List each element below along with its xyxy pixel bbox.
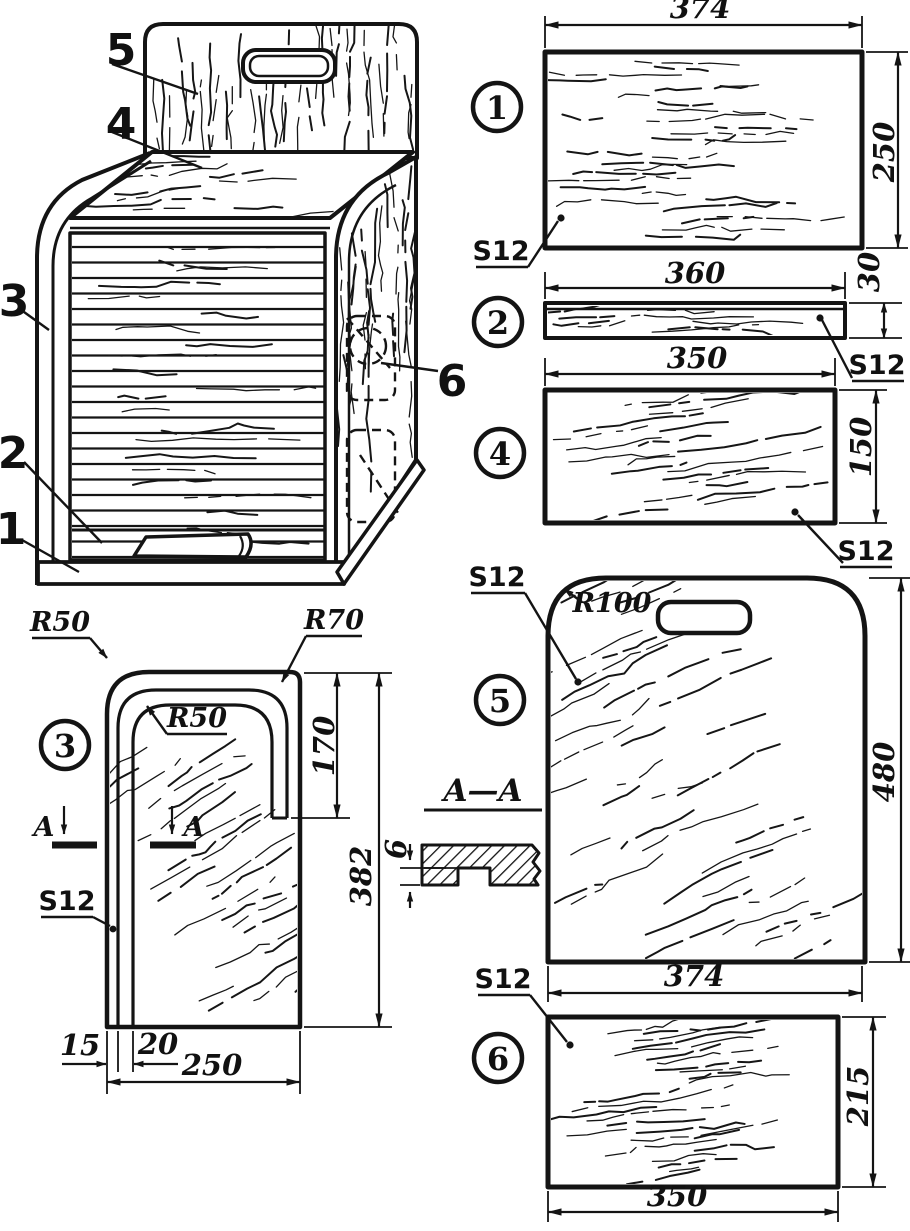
part5-height-dim: 480 [867, 742, 901, 803]
tambour-handle [132, 532, 253, 559]
callout-3: 3 [0, 276, 29, 327]
part3-drawing: R50 R70 R50 170 382 A A S12 [29, 605, 392, 1094]
part3-width-dim: 250 [181, 1048, 243, 1082]
part4-number-badge [473, 426, 527, 480]
tambour-slats [72, 245, 324, 559]
part3-groove-width-dim: 20 [137, 1027, 178, 1061]
part4-outline [542, 387, 838, 526]
part5-drawing: R100 S12 480 374 5 [468, 562, 910, 1002]
callout-leader [111, 62, 199, 96]
part2-height-dim: 30 [852, 252, 886, 292]
tambour-door [68, 231, 327, 562]
part3-radius-inner-label: R50 [166, 703, 227, 734]
section-profile [420, 843, 542, 887]
part3-radius-outer-label: R50 [29, 607, 90, 638]
part2-number: 2 [487, 304, 509, 342]
part1-width-dim: 374 [670, 0, 731, 25]
part1-thickness-label: S12 [472, 236, 529, 267]
callout-leader [23, 311, 50, 331]
part4-width-dim: 350 [667, 341, 728, 375]
part2-width-dim: 360 [665, 256, 726, 290]
left-front-stile [35, 151, 152, 585]
handle-slot [241, 48, 337, 84]
part3-number: 3 [54, 727, 76, 765]
svg-text:A: A [31, 812, 55, 843]
part4-number: 4 [489, 435, 511, 473]
section-aa-detail: A—A 6 [379, 773, 542, 908]
part6-thickness-label: S12 [474, 964, 531, 995]
section-thickness-dim: 6 [379, 839, 413, 859]
part1-drawing: 374 250 1 S12 [470, 0, 908, 269]
part2-number-badge [471, 295, 525, 349]
part3-groove-drop-dim: 170 [307, 716, 341, 777]
part5-number-badge [473, 673, 527, 727]
callout-1: 1 [0, 504, 26, 555]
callout-leader [111, 130, 203, 170]
part3-groove-inner [131, 703, 274, 1027]
callout-2: 2 [0, 428, 28, 479]
part1-number-badge [470, 80, 524, 134]
part3-height-dim: 382 [344, 846, 378, 907]
part5-thickness-label: S12 [468, 562, 525, 593]
part3-edge-offset-dim: 15 [60, 1028, 100, 1062]
svg-text:A: A [181, 812, 205, 843]
part5-handle-slot [655, 599, 753, 636]
callout-leader [23, 461, 103, 544]
right-side-panel [334, 155, 418, 572]
part1-outline [542, 49, 865, 251]
part6-number: 6 [487, 1040, 509, 1078]
part6-number-badge [471, 1031, 525, 1085]
part3-outline [104, 669, 303, 1030]
part3-radius-top-label: R70 [303, 605, 364, 636]
section-cut-marks: A A [31, 806, 205, 849]
part1-height-dim: 250 [867, 122, 901, 184]
part3-groove-outer [116, 688, 289, 1027]
callout-leader [21, 538, 80, 574]
callout-leader [380, 361, 439, 373]
part2-drawing: 360 30 2 S12 [471, 252, 906, 383]
callout-5: 5 [106, 25, 137, 76]
part1-number: 1 [486, 89, 508, 127]
part3-number-badge [38, 718, 92, 772]
isometric-view: 5 4 3 2 1 6 [0, 22, 468, 586]
part3-thickness-label: S12 [38, 886, 95, 917]
part5-radius-label: R100 [572, 588, 652, 619]
part4-thickness-label: S12 [837, 536, 894, 567]
part5-outline [545, 575, 868, 965]
part6-height-dim: 215 [841, 1066, 875, 1128]
handle-slot-inner [248, 54, 330, 78]
part4-height-dim: 150 [844, 417, 878, 478]
part5-number: 5 [489, 682, 511, 720]
part5-width-dim: 374 [664, 959, 725, 993]
part2-thickness-label: S12 [848, 350, 905, 381]
callout-6: 6 [437, 356, 468, 407]
part4-drawing: 350 150 4 S12 [473, 341, 895, 569]
base [36, 458, 426, 586]
part6-width-dim: 350 [647, 1179, 708, 1213]
part6-outline [545, 1014, 841, 1190]
callout-4: 4 [106, 99, 137, 150]
section-title: A—A [440, 773, 522, 809]
part6-drawing: 215 350 S12 6 [471, 964, 886, 1222]
